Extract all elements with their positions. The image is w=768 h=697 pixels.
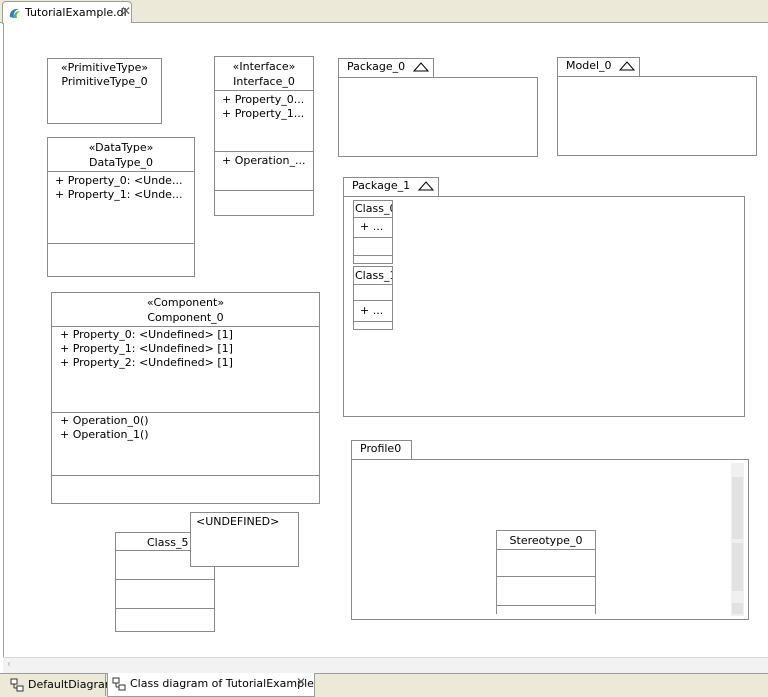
- tab-label: DefaultDiagram: [28, 678, 116, 691]
- node-name: DataType_0: [88, 156, 154, 169]
- node-name: Component_0: [147, 311, 224, 324]
- scrollbar-arrow[interactable]: [732, 603, 743, 614]
- compartment-divider: [48, 171, 194, 172]
- undefined-comment-node[interactable]: <UNDEFINED>: [190, 512, 299, 567]
- compartment-divider: [497, 576, 595, 577]
- package-tab[interactable]: Package_1: [343, 177, 439, 197]
- editor-tab-title: TutorialExample.di: [25, 6, 127, 19]
- attribute-row[interactable]: + Property_0...: [222, 93, 305, 106]
- compartment-divider: [354, 255, 392, 256]
- stereotype-node[interactable]: Stereotype_0: [496, 530, 596, 614]
- stereotype-label: «PrimitiveType»: [60, 61, 149, 74]
- compartment-divider: [116, 608, 214, 609]
- compartment-divider: [354, 217, 392, 218]
- editor-tab[interactable]: TutorialExample.di ✕: [2, 1, 132, 24]
- stereotype-label: «DataType»: [88, 141, 154, 154]
- papyrus-file-icon: [9, 8, 20, 18]
- compartment-divider: [215, 151, 313, 152]
- model-tab[interactable]: Model_0: [557, 57, 640, 77]
- stereotype-label: «Interface»: [232, 60, 296, 73]
- package-tab[interactable]: Package_0: [338, 58, 434, 77]
- attribute-row[interactable]: + Property_0: <Undefined> [1]: [60, 328, 233, 341]
- compartment-divider: [48, 243, 194, 244]
- model-name: Model_0: [566, 59, 612, 72]
- canvas-horizontal-scrollbar[interactable]: ‹: [3, 657, 768, 673]
- compartment-divider: [354, 321, 392, 322]
- node-name: Interface_0: [233, 75, 295, 88]
- tab-label: Class diagram of TutorialExample: [130, 677, 314, 690]
- compartment-divider: [497, 605, 595, 606]
- attribute-row[interactable]: + Property_2: <Undefined> [1]: [60, 356, 233, 369]
- component-node[interactable]: «Component» Component_0 + Property_0: <U…: [51, 292, 320, 504]
- node-name: Stereotype_0: [509, 534, 583, 547]
- attribute-row[interactable]: + Property_1: <Undefined> [1]: [60, 342, 233, 355]
- scrollbar-thumb[interactable]: [732, 477, 743, 539]
- node-name: Class_0: [355, 202, 393, 215]
- operation-row[interactable]: + ...: [360, 304, 384, 317]
- compartment-divider: [215, 190, 313, 191]
- package-name: Package_1: [352, 179, 411, 192]
- node-name: Class_1: [355, 269, 393, 282]
- compartment-divider: [354, 237, 392, 238]
- profile-scrollbar[interactable]: [731, 463, 744, 616]
- compartment-divider: [497, 549, 595, 550]
- class-node[interactable]: Class_0 + ...: [353, 200, 393, 264]
- operation-row[interactable]: + Operation_1(): [60, 428, 149, 441]
- package-body[interactable]: [343, 196, 745, 417]
- class-diagram-icon: [112, 677, 126, 691]
- compartment-divider: [354, 284, 392, 285]
- scroll-left-icon[interactable]: ‹: [7, 659, 11, 670]
- editor-tab-bar: [0, 0, 768, 23]
- compartment-divider: [52, 412, 319, 413]
- package-body[interactable]: [338, 77, 538, 157]
- primitive-type-node[interactable]: «PrimitiveType» PrimitiveType_0: [47, 58, 162, 124]
- collapse-triangle-icon[interactable]: [417, 181, 434, 191]
- scrollbar-thumb[interactable]: [732, 543, 743, 591]
- tab-default-diagram[interactable]: DefaultDiagram: [2, 674, 115, 696]
- compartment-divider: [354, 300, 392, 301]
- package-name: Package_0: [347, 60, 406, 73]
- compartment-divider: [52, 475, 319, 476]
- profile-name: Profile0: [360, 442, 402, 455]
- tab-class-diagram[interactable]: Class diagram of TutorialExample ✕: [107, 673, 315, 697]
- compartment-divider: [52, 326, 319, 327]
- attribute-row[interactable]: + Property_1: <Unde...: [55, 188, 183, 201]
- collapse-triangle-icon[interactable]: [619, 61, 636, 71]
- attribute-row[interactable]: + Property_1...: [222, 107, 305, 120]
- operation-row[interactable]: + Operation_...: [222, 154, 306, 167]
- data-type-node[interactable]: «DataType» DataType_0 + Property_0: <Und…: [47, 137, 195, 277]
- compartment-divider: [116, 579, 214, 580]
- node-name: PrimitiveType_0: [61, 75, 148, 88]
- compartment-divider: [116, 550, 214, 551]
- interface-node[interactable]: «Interface» Interface_0 + Property_0... …: [214, 56, 314, 216]
- stereotype-label: «Component»: [146, 296, 225, 309]
- collapse-triangle-icon[interactable]: [412, 62, 429, 72]
- model-body[interactable]: [557, 76, 757, 156]
- node-name: Class_5: [147, 536, 189, 549]
- compartment-divider: [215, 90, 313, 91]
- comment-text: <UNDEFINED>: [196, 515, 280, 528]
- profile-tab[interactable]: Profile0: [351, 440, 412, 460]
- class-node[interactable]: Class_1 + ...: [353, 266, 393, 330]
- operation-row[interactable]: + Operation_0(): [60, 414, 149, 427]
- close-icon[interactable]: ✕: [296, 675, 307, 689]
- attribute-row[interactable]: + Property_0: <Unde...: [55, 174, 183, 187]
- close-icon[interactable]: ✕: [121, 4, 132, 18]
- class-diagram-icon: [10, 678, 24, 692]
- attribute-row[interactable]: + ...: [360, 220, 384, 233]
